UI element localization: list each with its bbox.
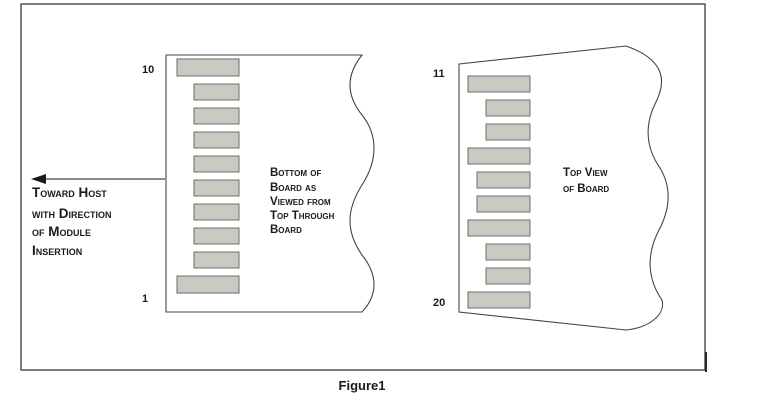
direction-label: Toward Host with Direction of Module Ins… — [32, 185, 112, 258]
right-board-label: Top View of Board — [563, 167, 609, 195]
left-pad-5 — [193, 179, 240, 197]
left-board-label-line-3: Viewed from — [270, 196, 331, 208]
left-pad-1 — [176, 275, 240, 294]
direction-label-line-4: Insertion — [32, 243, 82, 258]
right-pad-11 — [467, 75, 531, 93]
right-pad-19 — [485, 267, 531, 285]
right-pad-20 — [467, 291, 531, 309]
left-board-label-line-4: Top Through — [270, 210, 335, 222]
right-board-label-line-1: Top View — [563, 167, 608, 179]
direction-label-line-2: with Direction — [32, 206, 112, 221]
figure-caption: Figure1 — [339, 378, 386, 393]
left-pad-10 — [176, 58, 240, 77]
left-pad-8 — [193, 107, 240, 125]
direction-label-line-1: Toward Host — [32, 185, 107, 200]
left-pad-2 — [193, 251, 240, 269]
left-board-label-line-2: Board as — [270, 182, 317, 194]
insertion-arrow-head — [31, 174, 46, 184]
left-pin-bottom-number: 1 — [142, 293, 148, 305]
right-pad-15 — [476, 171, 531, 189]
left-pad-9 — [193, 83, 240, 101]
left-board-label: Bottom of Board as Viewed from Top Throu… — [270, 167, 335, 236]
right-pad-12 — [485, 99, 531, 117]
left-board-label-line-1: Bottom of — [270, 167, 321, 179]
left-board-pads — [176, 58, 240, 294]
left-pad-6 — [193, 155, 240, 173]
right-pad-17 — [467, 219, 531, 237]
left-pad-7 — [193, 131, 240, 149]
left-board-label-line-5: Board — [270, 224, 302, 236]
right-board-pads — [467, 75, 531, 309]
right-pad-18 — [485, 243, 531, 261]
right-pad-16 — [476, 195, 531, 213]
right-pin-bottom-number: 20 — [433, 297, 445, 309]
direction-label-line-3: of Module — [32, 224, 91, 239]
left-pin-top-number: 10 — [142, 64, 154, 76]
right-pad-13 — [485, 123, 531, 141]
left-pad-3 — [193, 227, 240, 245]
right-pin-top-number: 11 — [433, 68, 445, 80]
right-pad-14 — [467, 147, 531, 165]
right-board-label-line-2: of Board — [563, 183, 609, 195]
left-pad-4 — [193, 203, 240, 221]
